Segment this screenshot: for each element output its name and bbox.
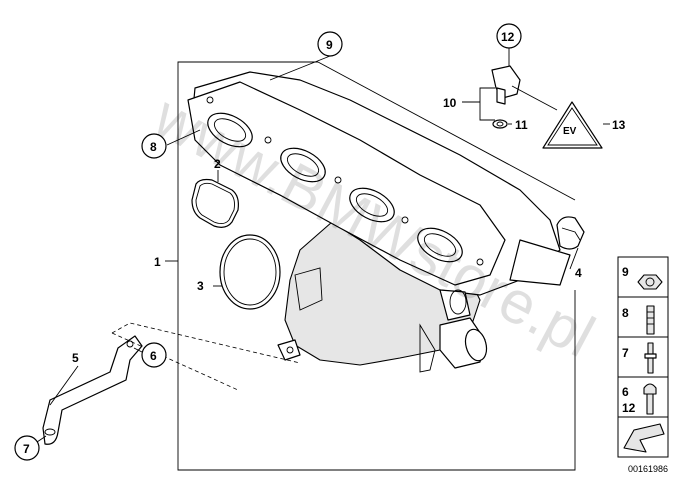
- svg-text:5: 5: [72, 351, 79, 365]
- warning-label-13: EV: [542, 101, 603, 149]
- svg-text:9: 9: [622, 265, 629, 279]
- callout-10: 10: [443, 96, 457, 110]
- callout-4: 4: [575, 266, 582, 280]
- svg-text:12: 12: [501, 30, 515, 44]
- sensor-12: [491, 48, 521, 105]
- svg-text:1: 1: [154, 255, 161, 269]
- callout-1: 1: [154, 255, 161, 269]
- callout-5: 5: [72, 351, 79, 365]
- svg-text:3: 3: [197, 279, 204, 293]
- callout-6: 6: [141, 342, 167, 368]
- callout-2: 2: [214, 157, 221, 171]
- callout-13: 13: [612, 118, 626, 132]
- arrow-icon: [623, 423, 665, 453]
- flange-nut-icon: [637, 274, 663, 290]
- svg-text:6: 6: [622, 385, 629, 399]
- svg-text:7: 7: [622, 346, 629, 360]
- callout-11: 11: [515, 118, 528, 132]
- intake-manifold: [187, 71, 571, 373]
- callout-9: 9: [317, 31, 343, 57]
- svg-text:6: 6: [150, 349, 157, 363]
- svg-text:8: 8: [622, 306, 629, 320]
- svg-text:11: 11: [515, 118, 528, 132]
- svg-text:EV: EV: [563, 126, 577, 137]
- legend-row-stud: 7: [622, 342, 657, 374]
- legend-row-bolt: 6 12: [622, 383, 657, 415]
- diagram-id: 00161986: [627, 464, 668, 474]
- washer-11: [492, 119, 508, 129]
- o-ring-3: [219, 234, 281, 310]
- assembly-frame: [177, 61, 576, 471]
- legend-row-nut: 9: [622, 265, 663, 290]
- callout-12: 12: [496, 23, 522, 49]
- callout-8: 8: [141, 133, 167, 159]
- svg-text:13: 13: [612, 118, 626, 132]
- svg-text:9: 9: [326, 38, 333, 52]
- svg-text:4: 4: [575, 266, 582, 280]
- gasket-2: [191, 178, 239, 228]
- legend-row-stud-bolt: 8: [622, 305, 655, 335]
- svg-text:7: 7: [23, 442, 30, 456]
- stud-bolt-icon: [646, 305, 655, 335]
- callout-7: 7: [14, 435, 40, 461]
- legend-panel: 9 8 7 6 12: [617, 256, 669, 458]
- bracket-5: [42, 335, 143, 445]
- hex-bolt-icon: [643, 383, 657, 415]
- stud-icon: [644, 342, 657, 374]
- svg-text:8: 8: [150, 140, 157, 154]
- legend-row-arrow: [623, 423, 665, 453]
- svg-text:2: 2: [214, 157, 221, 171]
- svg-text:12: 12: [622, 401, 636, 415]
- callout-3: 3: [197, 279, 204, 293]
- cap-4: [556, 216, 585, 250]
- svg-text:10: 10: [443, 96, 457, 110]
